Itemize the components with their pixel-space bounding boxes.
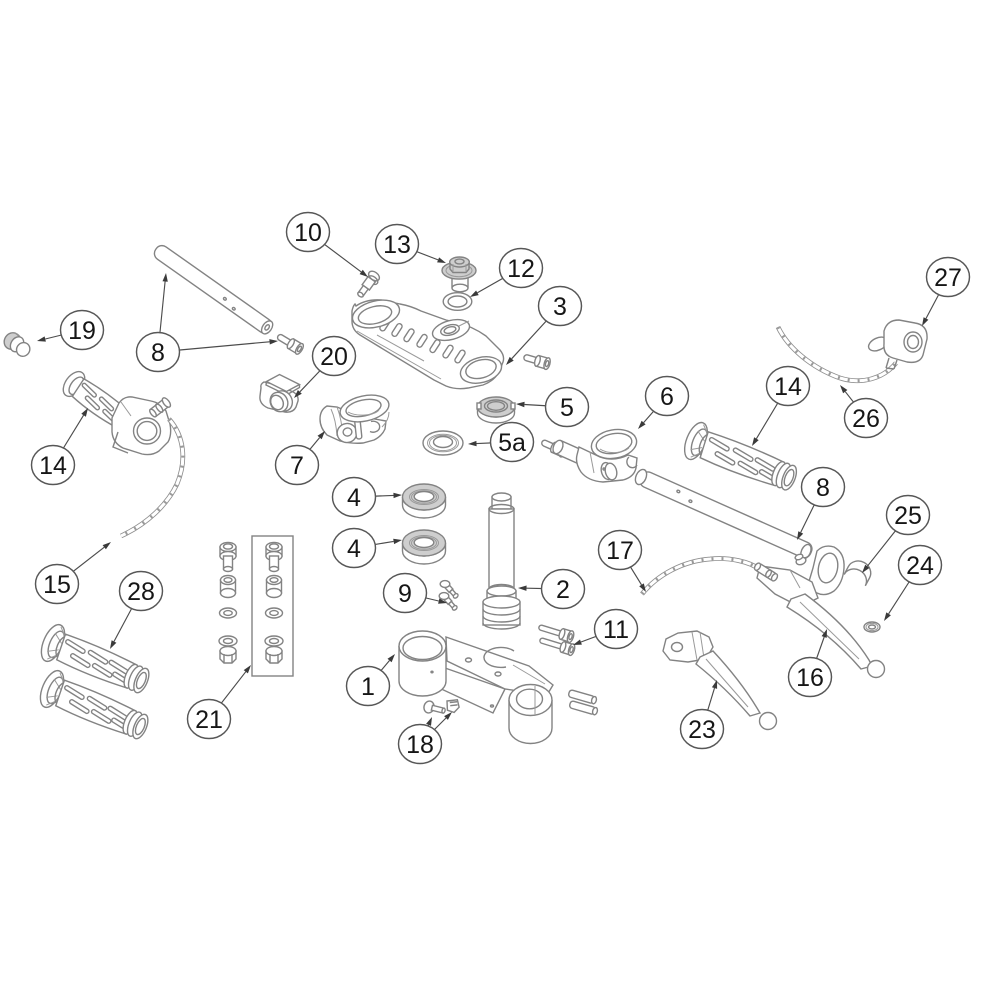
svg-text:3: 3 [553,293,567,321]
svg-text:25: 25 [894,502,922,530]
svg-text:13: 13 [383,231,411,259]
svg-text:27: 27 [934,264,962,292]
svg-text:16: 16 [796,664,824,692]
svg-text:21: 21 [195,706,223,734]
svg-text:14: 14 [39,452,67,480]
svg-text:7: 7 [290,452,304,480]
svg-text:11: 11 [603,616,629,644]
svg-text:18: 18 [406,731,434,759]
svg-text:9: 9 [398,580,412,608]
svg-text:19: 19 [68,317,96,345]
svg-text:8: 8 [816,474,830,502]
svg-text:1: 1 [361,673,375,701]
svg-text:17: 17 [606,537,634,565]
svg-text:4: 4 [347,535,361,563]
svg-text:5a: 5a [498,429,526,457]
svg-text:6: 6 [660,383,674,411]
svg-text:24: 24 [906,552,934,580]
svg-text:2: 2 [556,576,570,604]
svg-text:8: 8 [151,339,165,367]
svg-text:20: 20 [320,343,348,371]
svg-text:4: 4 [347,484,361,512]
svg-text:23: 23 [688,716,716,744]
svg-text:28: 28 [127,578,155,606]
svg-text:10: 10 [294,219,322,247]
svg-text:15: 15 [43,571,71,599]
svg-text:12: 12 [507,255,535,283]
svg-text:5: 5 [560,394,574,422]
svg-text:26: 26 [852,405,880,433]
svg-text:14: 14 [774,373,802,401]
